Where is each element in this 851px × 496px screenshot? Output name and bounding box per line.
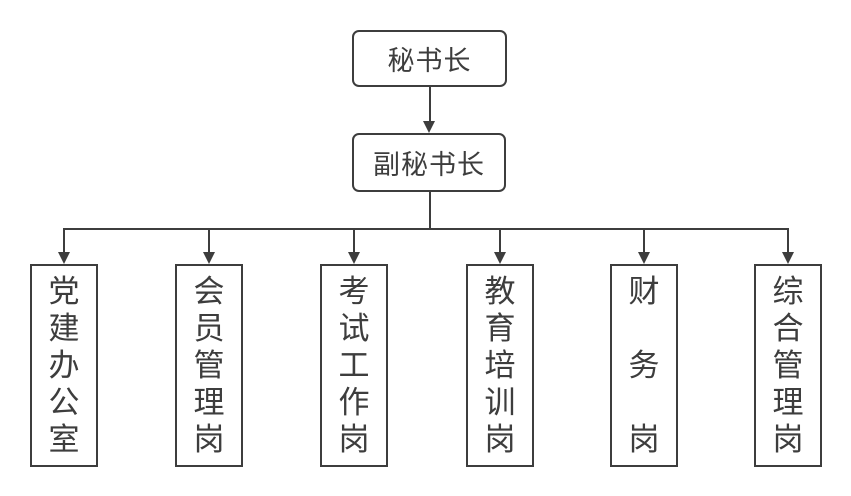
arrow-down-icon [637,252,650,264]
org-node-secretary-general: 秘书长 [352,30,507,87]
org-node-deputy-secretary-general: 副秘书长 [352,133,506,192]
org-node-label: 财 务 岗 [628,274,660,457]
org-node-label: 秘书长 [387,46,472,76]
org-node-examination-work: 考 试 工 作 岗 [320,264,388,467]
connector-drop-1 [63,228,65,253]
arrow-down-icon [202,252,215,264]
connector-drop-4 [499,228,501,253]
connector-drop-3 [353,228,355,253]
connector-drop-2 [208,228,210,253]
arrow-down-icon [347,252,360,264]
arrow-down-icon [57,252,70,264]
connector-drop-5 [643,228,645,253]
org-node-label: 考 试 工 作 岗 [338,274,370,457]
org-node-label: 会 员 管 理 岗 [193,274,225,457]
org-node-party-building-office: 党 建 办 公 室 [30,264,98,467]
org-node-finance: 财 务 岗 [610,264,678,467]
connector-root-deputy-line [428,87,431,122]
org-node-label: 综 合 管 理 岗 [772,274,804,457]
org-node-general-management: 综 合 管 理 岗 [754,264,822,467]
org-node-education-training: 教 育 培 训 岗 [466,264,534,467]
connector-deputy-stem [428,192,431,229]
connector-bus-line [63,228,789,230]
connector-drop-6 [787,228,789,253]
arrow-down-icon [781,252,794,264]
org-node-label: 教 育 培 训 岗 [484,274,516,457]
arrow-down-icon [422,121,435,133]
arrow-down-icon [493,252,506,264]
org-node-label: 党 建 办 公 室 [48,274,80,457]
org-node-member-management: 会 员 管 理 岗 [175,264,243,467]
org-node-label: 副秘书长 [373,150,485,180]
